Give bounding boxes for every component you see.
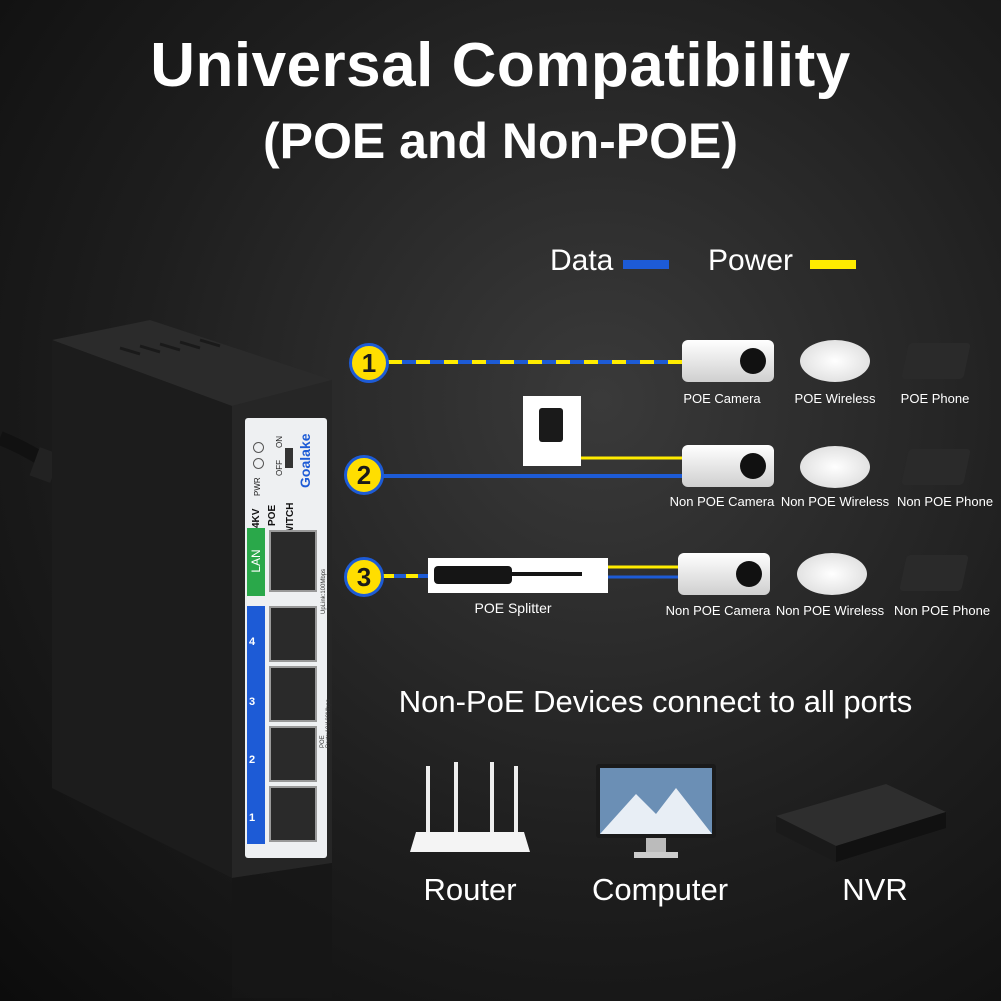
non-poe-caption: Non-PoE Devices connect to all ports	[398, 684, 913, 719]
port-number-3: 3	[249, 696, 256, 708]
legend-power-label: Power	[708, 244, 794, 277]
poe-port-1[interactable]	[269, 786, 317, 842]
ip-phone-icon	[899, 555, 969, 591]
row-2-camera-label: Non POE Camera	[669, 494, 775, 509]
page-title: Universal Compatibility	[150, 31, 851, 100]
poe-splitter-icon	[434, 566, 512, 584]
row-2-badge: 2	[344, 455, 384, 495]
port-number-2: 2	[249, 754, 256, 766]
row-3-phone-label: Non POE Phone	[893, 603, 991, 618]
legend-data-label: Data	[550, 244, 614, 277]
lan-strip: LAN	[247, 528, 265, 596]
camera-icon	[682, 340, 774, 382]
row-1-camera-label: POE Camera	[683, 391, 761, 406]
legend-power-swatch	[810, 260, 856, 269]
row-3-camera-label: Non POE Camera	[665, 603, 771, 618]
wireless-ap-icon	[800, 446, 870, 488]
wireless-ap-icon	[800, 340, 870, 382]
legend-data-swatch	[623, 260, 669, 269]
row-2-wireless-label: Non POE Wireless	[780, 494, 890, 509]
power-adapter-icon	[539, 408, 563, 442]
row-3-wireless-label: Non POE Wireless	[775, 603, 885, 618]
poe-port-2[interactable]	[269, 726, 317, 782]
computer-label: Computer	[591, 872, 729, 907]
port-number-1: 1	[249, 812, 256, 824]
splitter-cable	[512, 572, 582, 576]
row-1-wireless-label: POE Wireless	[794, 391, 876, 406]
computer-icon	[596, 764, 716, 858]
row-1-phone-label: POE Phone	[900, 391, 970, 406]
port-number-4: 4	[249, 636, 256, 648]
page-subtitle: (POE and Non-POE)	[263, 113, 738, 169]
switch-front-panel: Goalake PWR OFF ON 4KV POE SWITCH LAN Up…	[245, 418, 332, 858]
uplink-port[interactable]	[269, 530, 317, 592]
pwr-led-icon	[253, 442, 264, 453]
ai-led-icon	[253, 458, 264, 469]
camera-icon	[682, 445, 774, 487]
camera-icon	[678, 553, 770, 595]
power-adapter-box	[523, 396, 581, 466]
ip-phone-icon	[901, 343, 971, 379]
router-icon	[410, 762, 530, 852]
router-label: Router	[423, 872, 517, 907]
poe-splitter-label: POE Splitter	[474, 600, 552, 616]
nvr-icon	[776, 784, 946, 862]
row-2-phone-label: Non POE Phone	[896, 494, 994, 509]
poe-port-4[interactable]	[269, 606, 317, 662]
wireless-ap-icon	[797, 553, 867, 595]
poe-splitter-box	[428, 558, 608, 593]
poe-port-3[interactable]	[269, 666, 317, 722]
poe-strip	[247, 606, 265, 844]
ip-phone-icon	[901, 449, 971, 485]
ai-toggle-switch[interactable]	[285, 448, 293, 468]
row-3-badge: 3	[344, 557, 384, 597]
nvr-label: NVR	[842, 872, 908, 907]
row-1-badge: 1	[349, 343, 389, 383]
